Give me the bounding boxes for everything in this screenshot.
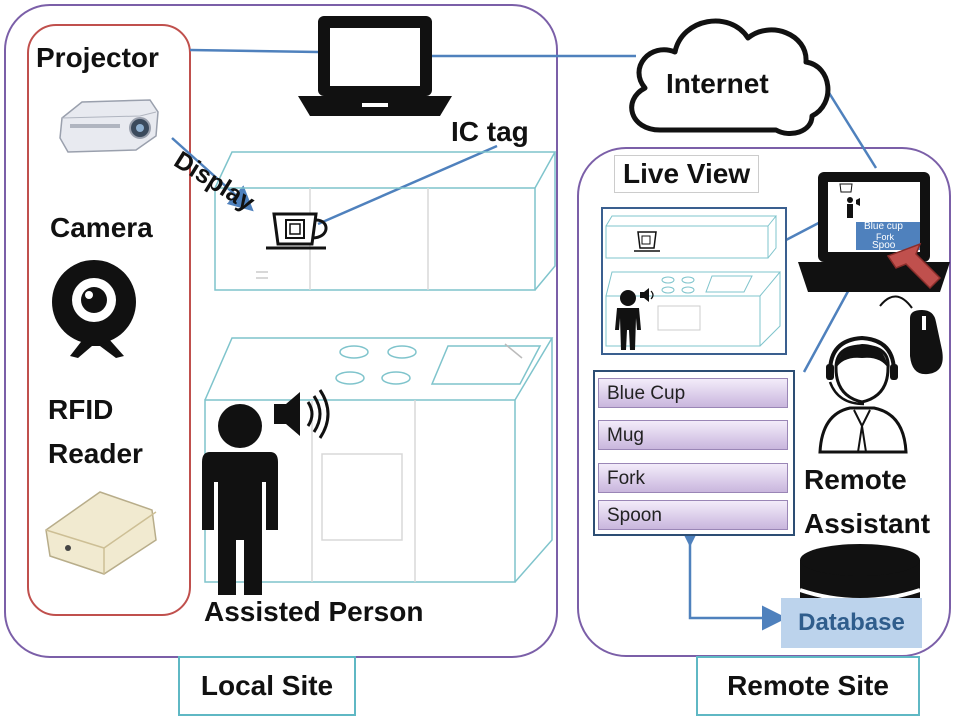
remote-assistant-line2: Assistant <box>804 508 931 539</box>
live-view-label: Live View <box>614 155 760 193</box>
projector-icon <box>59 99 159 153</box>
mouse-icon <box>879 295 943 375</box>
live-view-kitchen <box>605 215 782 347</box>
person-icon <box>202 404 278 595</box>
live-view-cup-icon <box>634 231 660 252</box>
assistant-icon <box>818 335 908 454</box>
list-item-spoon[interactable]: Spoon <box>598 500 788 530</box>
remote-site-label: Remote Site <box>696 656 920 716</box>
ic-tag-label: IC tag <box>451 116 529 147</box>
laptop-item-spoon: Spoo <box>872 240 896 251</box>
camera-label: Camera <box>50 212 153 243</box>
cursor-icon <box>886 242 942 290</box>
upper-cabinet <box>214 151 557 291</box>
assisted-person-label: Assisted Person <box>204 596 424 627</box>
display-arrow <box>171 137 254 212</box>
live-view-person-icon <box>615 288 654 350</box>
cup-icon <box>266 212 328 250</box>
webcam-icon <box>52 260 136 358</box>
laptop-icon <box>298 16 452 116</box>
remote-assistant-line1: Remote <box>804 464 907 495</box>
cloud-icon <box>629 18 831 136</box>
projector-label: Projector <box>36 42 159 73</box>
rfid-reader-icon <box>45 491 157 575</box>
laptop-item-blue-cup: Blue cup <box>864 221 903 232</box>
speaker-icon <box>274 389 330 439</box>
database-label: Database <box>781 598 922 648</box>
projector-laptop-link <box>189 48 319 54</box>
local-site-label: Local Site <box>178 656 356 716</box>
ictag-pointer <box>317 144 498 226</box>
internet-label: Internet <box>666 68 769 99</box>
list-item-blue-cup[interactable]: Blue Cup <box>598 378 788 408</box>
rfid-label-line1: RFID <box>48 394 114 425</box>
list-database-arrow <box>677 522 787 631</box>
list-item-mug[interactable]: Mug <box>598 420 788 450</box>
device-group-outline <box>27 24 191 616</box>
remote-laptop-icon <box>798 172 950 292</box>
laptop-item-fork: Fork <box>876 232 894 242</box>
internet-remote-link <box>824 87 878 169</box>
rfid-label-line2: Reader <box>48 438 143 469</box>
list-item-fork[interactable]: Fork <box>598 463 788 493</box>
